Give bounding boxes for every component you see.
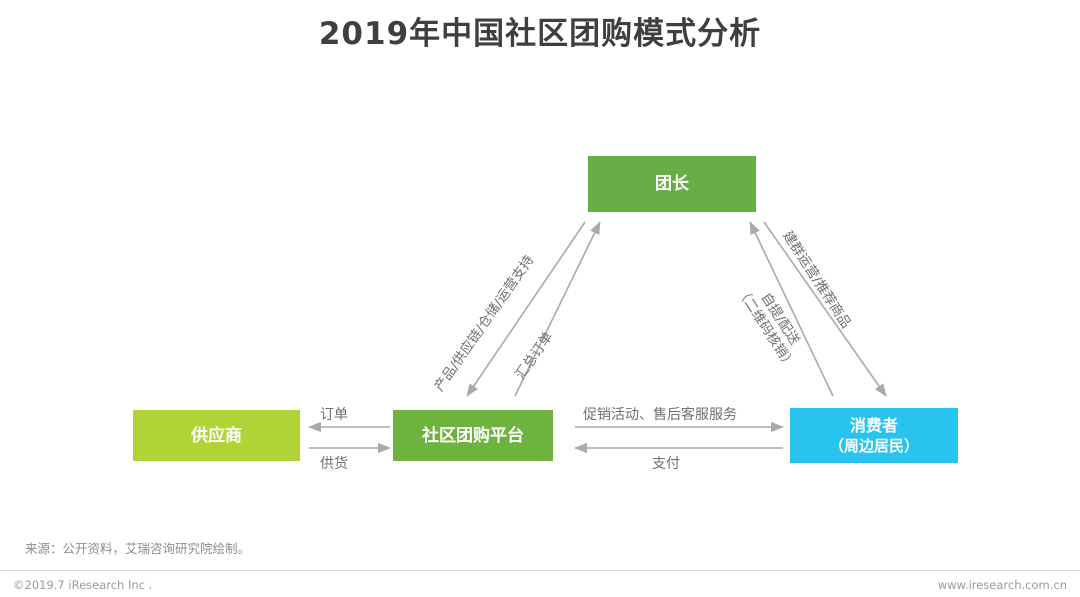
node-consumer[interactable]: 消费者 （周边居民） bbox=[790, 408, 958, 463]
arrow-pickup bbox=[749, 221, 834, 397]
arrow-summary bbox=[514, 221, 601, 397]
node-leader[interactable]: 团长 bbox=[588, 156, 756, 212]
source-note: 来源：公开资料，艾瑞咨询研究院绘制。 bbox=[25, 541, 251, 556]
node-supplier-label: 供应商 bbox=[191, 425, 242, 446]
node-consumer-label: 消费者 bbox=[849, 415, 898, 435]
edge-label-order: 订单 bbox=[320, 407, 348, 423]
footer-divider bbox=[0, 570, 1080, 597]
copyright-text: ©2019.7 iResearch Inc . bbox=[13, 578, 153, 592]
website-url[interactable]: www.iresearch.com.cn bbox=[937, 578, 1067, 592]
arrow-group bbox=[763, 221, 887, 397]
node-leader-label: 团长 bbox=[655, 174, 689, 194]
edge-label-pay: 支付 bbox=[652, 456, 680, 472]
arrow-product bbox=[466, 221, 586, 397]
page-title: 2019年中国社区团购模式分析 bbox=[318, 16, 762, 52]
node-platform-label: 社区团购平台 bbox=[422, 425, 524, 446]
node-consumer-sublabel: （周边居民） bbox=[828, 436, 919, 455]
node-platform[interactable]: 社区团购平台 bbox=[393, 410, 553, 461]
edge-label-promo: 促销活动、售后客服服务 bbox=[583, 407, 737, 423]
node-supplier[interactable]: 供应商 bbox=[133, 410, 300, 461]
edge-label-supply: 供货 bbox=[320, 456, 348, 472]
